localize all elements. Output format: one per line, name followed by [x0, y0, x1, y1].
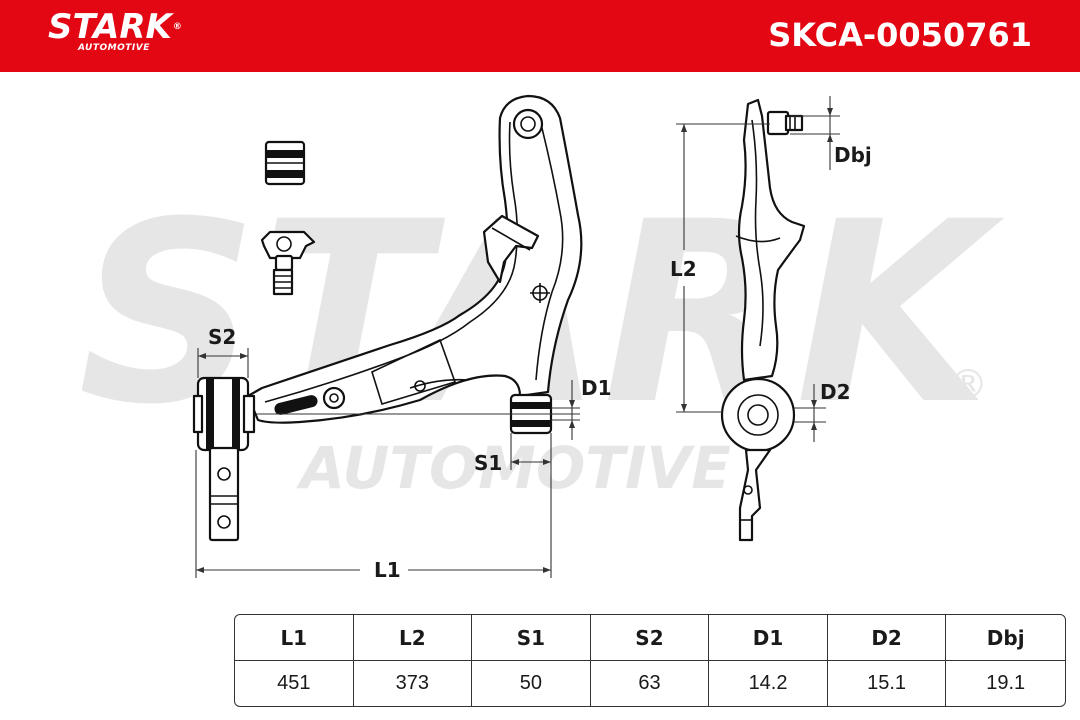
control-arm-front-view: [192, 94, 583, 542]
part-number: SKCA-0050761: [768, 16, 1032, 54]
header-s2: S2: [590, 615, 710, 661]
dim-label-d2: D2: [820, 380, 851, 404]
value-l2: 373: [354, 661, 473, 706]
dim-label-s2: S2: [208, 325, 236, 349]
header-s1: S1: [472, 615, 591, 661]
bushing-part-image: [264, 140, 306, 186]
value-s1: 50: [472, 661, 591, 706]
logo-subtitle: AUTOMOTIVE: [78, 43, 150, 53]
value-dbj: 19.1: [986, 672, 1026, 694]
watermark-registered-mark: ®: [948, 362, 988, 408]
stark-logo: STARK® AUTOMOTIVE: [48, 10, 182, 53]
value-d2: 15.1: [828, 661, 947, 706]
control-arm-side-view: [720, 98, 806, 542]
header-l1: L1: [235, 615, 354, 661]
dim-label-d1: D1: [581, 376, 612, 400]
value-s2: 63: [591, 661, 710, 706]
ball-joint-part-image: [260, 230, 316, 296]
header-l2: L2: [353, 615, 473, 661]
value-l1: 451: [235, 661, 354, 706]
dimension-annotations: S2 L1 S1 D1 L2: [195, 96, 872, 582]
value-d1: 14.2: [709, 661, 828, 706]
header-bar: STARK® AUTOMOTIVE SKCA-0050761: [0, 0, 1080, 72]
watermark-subtitle: AUTOMOTIVE: [296, 434, 731, 502]
logo-brand-text: STARK: [48, 7, 172, 47]
dim-label-s1: S1: [474, 451, 502, 475]
specs-header-row: L1 L2 S1 S2 D1 D2 Dbj: [235, 615, 1065, 661]
dim-label-l1: L1: [374, 558, 401, 582]
specifications-table: L1 L2 S1 S2 D1 D2 Dbj 451 373 50 63 14.2…: [234, 614, 1066, 707]
dim-label-dbj: Dbj: [834, 143, 872, 167]
header-d1: D1: [709, 615, 828, 661]
header-d2: D2: [827, 615, 947, 661]
specs-value-row: 451 373 50 63 14.2 15.1 19.1: [235, 661, 1065, 706]
dim-label-l2: L2: [670, 257, 697, 281]
technical-drawing: STARK AUTOMOTIVE ®: [78, 94, 1005, 582]
logo-registered-mark: ®: [172, 22, 182, 32]
header-dbj: Dbj: [946, 615, 1065, 661]
